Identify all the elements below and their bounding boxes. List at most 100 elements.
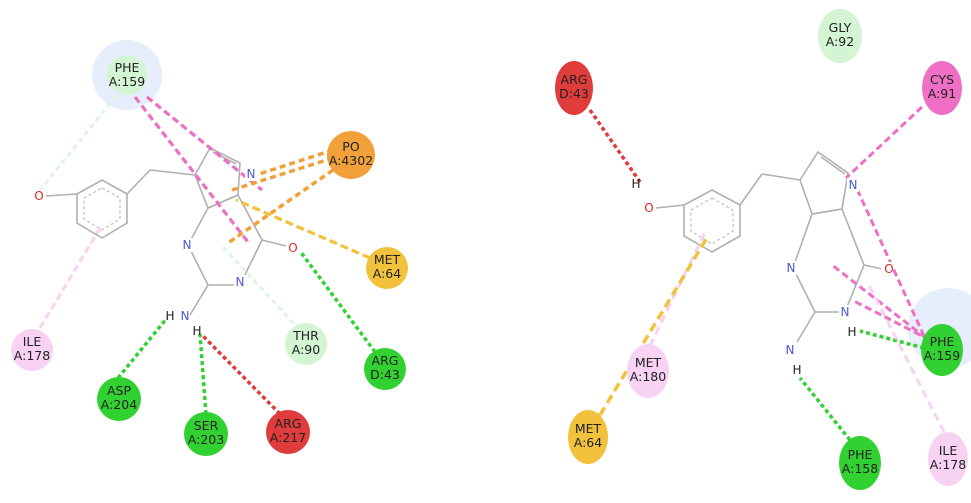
- left-res-met64: MET A:64: [366, 247, 408, 289]
- svg-text:MET: MET: [635, 355, 662, 370]
- svg-text:ARG: ARG: [372, 353, 399, 368]
- svg-text:A:159: A:159: [924, 348, 960, 363]
- right-pyrrole-double: [820, 156, 846, 175]
- right-residues: ARG D:43 GLY A:92 CYS A:91 PHE A:159 MET: [555, 9, 968, 490]
- left-int-phe-o: [39, 95, 117, 191]
- svg-text:ARG: ARG: [561, 72, 588, 87]
- svg-text:PHE: PHE: [115, 60, 140, 75]
- right-pyrimidine-ring: [792, 208, 865, 313]
- left-res-ile178: ILE A:178: [11, 329, 53, 371]
- right-atom-n-ring-a: N: [787, 261, 796, 275]
- left-pyrimidine-ring: [187, 193, 263, 286]
- svg-text:A:64: A:64: [373, 266, 401, 281]
- right-int-met180: [648, 229, 708, 347]
- svg-text:A:159: A:159: [109, 74, 145, 89]
- left-res-thr90: THR A:90: [285, 323, 327, 365]
- right-phenyl-ring: [683, 189, 741, 253]
- right-res-met64: MET A:64: [568, 410, 608, 464]
- left-int-po-c: [255, 148, 334, 177]
- right-res-argd43: ARG D:43: [555, 61, 593, 115]
- svg-text:A:64: A:64: [574, 435, 602, 450]
- left-int-met64: [235, 198, 371, 260]
- right-res-cys91: CYS A:91: [922, 61, 962, 115]
- svg-text:A:91: A:91: [928, 86, 956, 101]
- right-int-phe158: [798, 376, 852, 442]
- right-atoms: H O N O N N H N H: [631, 177, 893, 377]
- left-int-po-b: [227, 168, 334, 245]
- svg-text:A:158: A:158: [842, 461, 878, 476]
- svg-text:ILE: ILE: [939, 443, 958, 458]
- left-atom-h-b: H: [192, 324, 201, 338]
- left-int-po-a: [231, 156, 334, 192]
- left-interactions: [38, 95, 377, 416]
- left-atom-n-amine: N: [181, 309, 190, 323]
- right-res-ile178: ILE A:178: [928, 432, 968, 486]
- right-atom-o-phenol: O: [644, 201, 653, 215]
- svg-text:ARG: ARG: [275, 416, 302, 431]
- left-pyrrole-ring: [194, 146, 241, 210]
- right-atom-h-phenol: H: [631, 177, 640, 191]
- svg-text:A:180: A:180: [630, 369, 666, 384]
- svg-text:PHE: PHE: [930, 334, 955, 349]
- svg-text:A:178: A:178: [14, 348, 50, 363]
- svg-text:A:90: A:90: [292, 342, 320, 357]
- svg-text:A:217: A:217: [270, 430, 306, 445]
- left-atoms: O N O N N H N H: [33, 167, 299, 338]
- left-diagram: O N O N N H N H PHE A:159 PO A:4302: [11, 40, 408, 456]
- left-bond-ch2-a: [126, 169, 151, 195]
- right-pyrrole-ring: [799, 150, 849, 215]
- svg-text:A:203: A:203: [188, 432, 224, 447]
- right-diagram: H O N O N N H N H ARG D:43 GLY: [555, 9, 971, 490]
- svg-text:A:92: A:92: [826, 34, 854, 49]
- left-atom-o-phenol: O: [34, 189, 43, 203]
- left-int-thr90: [221, 245, 301, 331]
- right-bond-ch2-b: [761, 173, 801, 181]
- left-atom-h-a: H: [165, 309, 174, 323]
- left-res-arg217: ARG A:217: [266, 410, 310, 454]
- left-atom-o-carbonyl: O: [288, 241, 297, 255]
- left-int-phe-pi-a: [133, 96, 250, 243]
- svg-text:PO: PO: [342, 139, 360, 154]
- left-atom-n-ring-a: N: [183, 238, 192, 252]
- right-int-ile178: [866, 282, 946, 433]
- right-interactions: [588, 105, 946, 442]
- left-res-phe159: PHE A:159: [107, 55, 147, 95]
- svg-text:SER: SER: [194, 418, 219, 433]
- left-int-ile178: [38, 224, 104, 329]
- svg-text:THR: THR: [292, 328, 319, 343]
- svg-text:A:4302: A:4302: [329, 153, 373, 168]
- left-bond-c-nh: [189, 284, 209, 316]
- right-res-phe158: PHE A:158: [839, 436, 881, 490]
- left-int-arg217: [201, 334, 282, 416]
- right-res-met180: MET A:180: [627, 344, 669, 398]
- svg-text:D:43: D:43: [370, 367, 400, 382]
- left-int-ser203: [198, 333, 208, 415]
- svg-text:GLY: GLY: [829, 20, 852, 35]
- right-bond-c-o: [863, 264, 883, 270]
- svg-text:CYS: CYS: [930, 72, 954, 87]
- left-res-ser203: SER A:203: [184, 412, 228, 456]
- right-int-met64: [598, 235, 710, 416]
- right-atom-h-ring: H: [847, 325, 856, 339]
- right-atom-o-carbonyl: O: [884, 262, 893, 276]
- left-bond-co: [45, 193, 78, 197]
- svg-text:MET: MET: [575, 421, 602, 436]
- right-atom-n-pyrrole: N: [849, 178, 858, 192]
- left-int-phe-pi-b: [145, 95, 264, 192]
- right-int-cys91: [844, 105, 924, 180]
- svg-text:A:204: A:204: [101, 397, 137, 412]
- svg-text:A:178: A:178: [930, 457, 966, 472]
- right-int-argd43: [588, 109, 642, 183]
- left-atom-n-pyrrole: N: [247, 167, 256, 181]
- right-bond-co: [655, 204, 685, 209]
- left-bond-c-o: [261, 239, 287, 247]
- left-res-po4302: PO A:4302: [327, 131, 375, 179]
- left-int-asp204: [116, 316, 169, 380]
- right-atom-n-ring-b: N: [841, 305, 850, 319]
- right-bond-c-nh: [796, 311, 816, 343]
- right-int-phe159-c: [851, 298, 931, 342]
- svg-text:MET: MET: [374, 252, 401, 267]
- right-bond-ch2-a: [739, 173, 763, 206]
- left-atom-n-ring-b: N: [236, 275, 245, 289]
